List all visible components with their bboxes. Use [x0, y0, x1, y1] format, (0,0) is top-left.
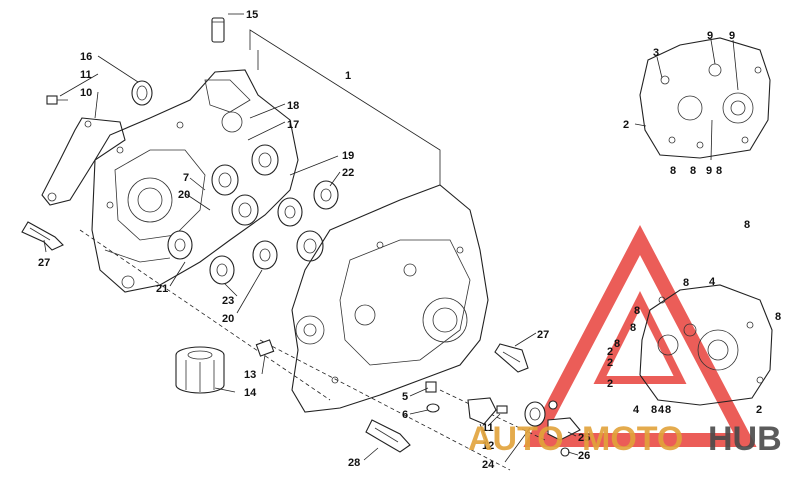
callout-4: 4: [658, 404, 665, 416]
callout-25: 25: [578, 432, 590, 444]
callout-17: 17: [287, 119, 299, 131]
oil-filter-part-14: [175, 346, 225, 394]
bolt-part-11-right: [496, 405, 508, 414]
callout-11: 11: [482, 422, 494, 434]
callout-24: 24: [482, 459, 495, 471]
inset-crankcase-view-top: [639, 37, 771, 159]
callout-20: 20: [178, 189, 190, 201]
seal-part-24: [524, 401, 546, 427]
washer-part-6: [426, 403, 440, 413]
callout-20: 20: [222, 313, 234, 325]
callout-15: 15: [246, 9, 258, 21]
callout-8: 8: [670, 165, 676, 177]
callout-3: 3: [653, 47, 659, 59]
callout-27: 27: [38, 257, 50, 269]
watermark-logo: [523, 224, 757, 447]
callout-5: 5: [402, 391, 408, 403]
callout-2: 2: [607, 346, 613, 358]
dowel-pin-part-15: [211, 17, 225, 43]
callout-2: 2: [756, 404, 762, 416]
callout-27: 27: [537, 329, 549, 341]
bolt-part-5: [425, 381, 437, 393]
bolt-part-11: [46, 95, 68, 105]
callout-8: 8: [634, 305, 640, 317]
callout-9: 9: [706, 165, 712, 177]
callout-23: 23: [222, 295, 234, 307]
callout-8: 8: [744, 219, 750, 231]
callout-2: 2: [607, 357, 613, 369]
callout-9: 9: [729, 30, 735, 42]
callout-8: 8: [665, 404, 671, 416]
inset-crankcase-view-bottom: [639, 284, 773, 406]
bracket-part-10: [41, 117, 126, 206]
callout-4: 4: [633, 404, 640, 416]
bracket-part-12: [467, 397, 497, 425]
callout-8: 8: [651, 404, 657, 416]
bolt-part-26: [548, 400, 570, 457]
callout-11: 11: [80, 69, 92, 81]
callout-21: 21: [156, 283, 168, 295]
callout-4: 4: [709, 276, 716, 288]
callout-2: 2: [623, 119, 629, 131]
plug-part-28: [365, 419, 411, 453]
watermark-text: AUTO MOTO HUB: [468, 420, 782, 458]
leader-lines: [43, 13, 739, 463]
callout-8: 8: [630, 322, 636, 334]
callout-8: 8: [683, 277, 689, 289]
callout-6: 6: [402, 409, 408, 421]
callout-1: 1: [345, 70, 351, 82]
callout-13: 13: [244, 369, 256, 381]
callout-18: 18: [287, 100, 299, 112]
watermark-text-auto: AUTO: [468, 420, 564, 458]
callout-26: 26: [578, 450, 590, 462]
plate-part-25: [547, 417, 581, 441]
callout-8: 8: [690, 165, 696, 177]
right-crankcase-half: [291, 184, 489, 413]
callout-7: 7: [183, 172, 189, 184]
callout-8: 8: [614, 338, 620, 350]
seal-part-16: [131, 80, 153, 106]
callout-9: 9: [707, 30, 713, 42]
callout-12: 12: [482, 440, 494, 452]
watermark-inner-triangle-icon: [593, 291, 687, 384]
fitting-part-13: [255, 339, 275, 357]
callout-22: 22: [342, 167, 354, 179]
watermark-text-moto: MOTO: [582, 420, 683, 458]
callout-labels: 1 2 2 2 2 2 3 4 4 4 5 6 7 8 8 8 8 8 8 8 …: [38, 9, 781, 471]
plug-part-27-left: [21, 221, 64, 251]
callout-14: 14: [244, 387, 257, 399]
watermark-text-hub: HUB: [708, 420, 782, 458]
callout-10: 10: [80, 87, 92, 99]
callout-2: 2: [607, 378, 613, 390]
bearing-set: [167, 144, 339, 285]
callout-28: 28: [348, 457, 360, 469]
callout-16: 16: [80, 51, 92, 63]
plug-part-27-right: [494, 343, 529, 373]
watermark-triangle-icon: [523, 224, 757, 447]
callout-8: 8: [716, 165, 722, 177]
callout-8: 8: [775, 311, 781, 323]
callout-19: 19: [342, 150, 354, 162]
